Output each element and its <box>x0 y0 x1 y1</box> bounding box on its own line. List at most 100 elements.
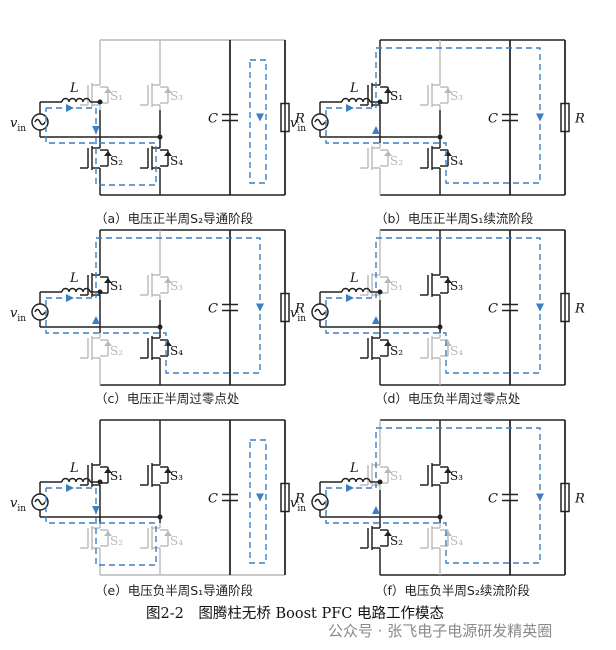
panel-caption: （e）电压负半周S₁导通阶段 <box>95 583 253 598</box>
current-path <box>249 59 267 184</box>
inductor <box>61 287 91 293</box>
switch-label: S₃ <box>170 89 183 103</box>
output-capacitor: C <box>208 40 238 195</box>
mosfet-switch-s3: S₃ <box>420 270 463 300</box>
mosfet-switch-s1: S₁ <box>80 460 123 490</box>
current-direction-arrow <box>372 506 380 514</box>
switch-label: S₃ <box>450 279 463 293</box>
switch-label: S₁ <box>110 469 123 483</box>
source-label: vin <box>10 496 26 514</box>
mosfet-switch-s3: S₃ <box>420 460 463 490</box>
mosfet-switch-s3: S₃ <box>420 80 463 110</box>
mosfet-switch-s1: S₁ <box>80 270 123 300</box>
mosfet-switch-s3: S₃ <box>140 270 183 300</box>
switch-label: S₄ <box>450 344 463 358</box>
output-capacitor: C <box>488 40 518 195</box>
switch-label: S₁ <box>110 89 123 103</box>
current-direction-arrow <box>536 493 544 502</box>
output-capacitor: C <box>488 230 518 385</box>
watermark-text: 公众号 · 张飞电子电源研发精英圈 <box>328 622 552 640</box>
current-path <box>325 427 541 564</box>
ac-voltage-source: vin <box>290 493 329 514</box>
output-capacitor: C <box>208 420 238 575</box>
capacitor-label: C <box>208 492 218 507</box>
figure-title: 图2-2 图腾柱无桥 Boost PFC 电路工作模态 <box>146 605 444 622</box>
switch-label: S₄ <box>450 154 463 168</box>
source-label: vin <box>290 116 306 134</box>
mosfet-switch-s2: S₂ <box>360 333 403 363</box>
switch-label: S₄ <box>170 154 183 168</box>
switch-label: S₄ <box>450 534 463 548</box>
mosfet-switch-s4: S₄ <box>420 143 463 173</box>
current-direction-arrow <box>256 113 264 122</box>
capacitor-label: C <box>488 302 498 317</box>
mosfet-switch-s1: S₁ <box>360 270 403 300</box>
switch-label: S₂ <box>390 154 403 168</box>
switch-label: S₃ <box>450 469 463 483</box>
current-path <box>45 487 157 566</box>
load-resistor: R <box>280 420 305 575</box>
mosfet-switch-s2: S₂ <box>80 143 123 173</box>
switch-label: S₄ <box>170 344 183 358</box>
ac-voltage-source: vin <box>10 113 49 134</box>
switch-label: S₄ <box>170 534 183 548</box>
switch-label: S₃ <box>170 279 183 293</box>
source-label: vin <box>10 306 26 324</box>
inductor <box>341 287 371 293</box>
current-path <box>45 107 157 186</box>
resistor-label: R <box>574 112 585 127</box>
mosfet-switch-s4: S₄ <box>140 143 183 173</box>
mosfet-switch-s3: S₃ <box>140 80 183 110</box>
panel-caption: （a）电压正半周S₂导通阶段 <box>95 211 253 226</box>
current-direction-arrow <box>536 113 544 122</box>
inductor-label: L <box>69 81 79 96</box>
current-path <box>325 47 541 184</box>
current-direction-arrow <box>372 126 380 134</box>
load-resistor: R <box>560 420 585 575</box>
current-path <box>325 237 541 374</box>
mosfet-switch-s2: S₂ <box>360 523 403 553</box>
ac-voltage-source: vin <box>10 493 49 514</box>
resistor-label: R <box>294 112 305 127</box>
current-direction-arrow <box>92 506 100 514</box>
switch-label: S₁ <box>390 469 403 483</box>
switch-label: S₃ <box>170 469 183 483</box>
switch-label: S₁ <box>390 89 403 103</box>
source-label: vin <box>290 306 306 324</box>
switch-label: S₃ <box>450 89 463 103</box>
load-resistor: R <box>280 40 305 195</box>
ac-voltage-source: vin <box>290 303 329 324</box>
inductor-label: L <box>349 271 359 286</box>
mosfet-switch-s3: S₃ <box>140 460 183 490</box>
capacitor-label: C <box>488 112 498 127</box>
current-path <box>45 237 261 374</box>
source-label: vin <box>10 116 26 134</box>
current-direction-arrow <box>346 294 354 302</box>
mosfet-switch-s1: S₁ <box>360 460 403 490</box>
capacitor-label: C <box>208 302 218 317</box>
mosfet-switch-s2: S₂ <box>80 523 123 553</box>
current-direction-arrow <box>372 316 380 324</box>
mosfet-switch-s4: S₄ <box>140 333 183 363</box>
current-direction-arrow <box>92 126 100 134</box>
mosfet-switch-s4: S₄ <box>420 333 463 363</box>
mosfet-switch-s4: S₄ <box>420 523 463 553</box>
capacitor-label: C <box>208 112 218 127</box>
mosfet-switch-s1: S₁ <box>360 80 403 110</box>
inductor <box>61 97 91 103</box>
current-direction-arrow <box>256 303 264 312</box>
panel-caption: （c）电压正半周过零点处 <box>95 391 240 406</box>
resistor-label: R <box>574 302 585 317</box>
load-resistor: R <box>560 40 585 195</box>
current-direction-arrow <box>66 294 74 302</box>
mosfet-switch-s1: S₁ <box>80 80 123 110</box>
panel-caption: （d）电压负半周过零点处 <box>375 391 521 406</box>
inductor <box>341 97 371 103</box>
current-direction-arrow <box>536 303 544 312</box>
